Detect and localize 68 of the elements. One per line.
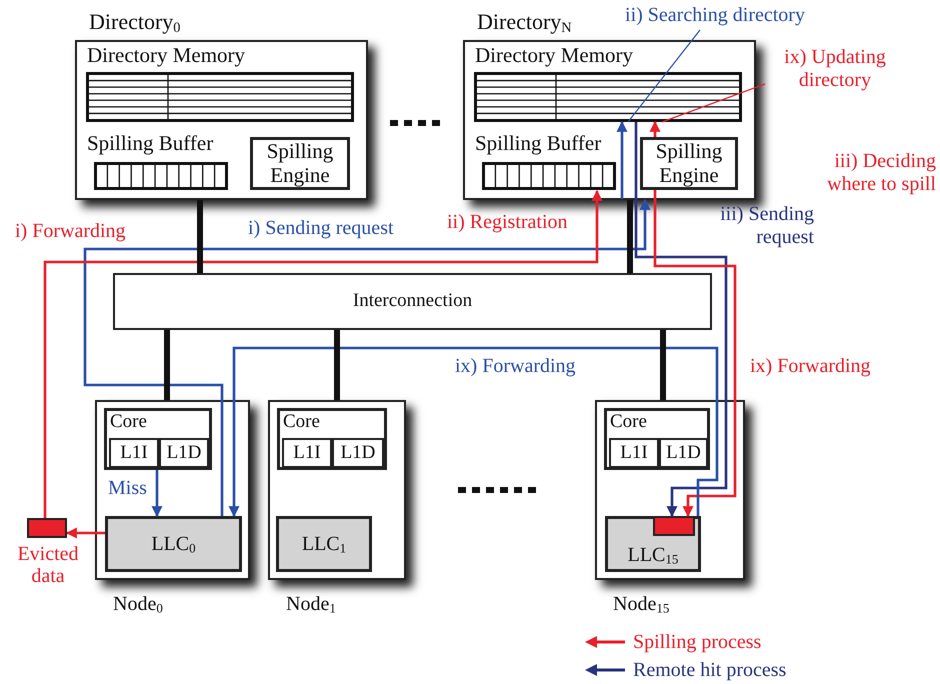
node-title: Node$_{0}$	[113, 593, 163, 616]
l1-cache-box	[659, 438, 708, 468]
interconnect-bar	[113, 273, 712, 330]
arrow	[650, 120, 660, 137]
l1-cache-box	[609, 438, 659, 468]
buffer-title: Spilling Buffer	[475, 132, 602, 156]
directory-title: Directory$_{0}$	[89, 10, 180, 37]
memory-title: Directory Memory	[87, 44, 246, 68]
buffer-title: Spilling Buffer	[87, 132, 214, 156]
step-note: ii) Registration	[447, 211, 568, 234]
engine-label: Spilling Engine	[266, 140, 334, 187]
cache-label: L1D	[666, 442, 701, 464]
core-box	[277, 408, 387, 470]
link-line	[164, 330, 170, 400]
legend-label: Remote hit process	[633, 658, 786, 682]
arrow	[66, 528, 105, 538]
llc-box	[276, 516, 372, 572]
spilling-engine-box	[250, 137, 350, 190]
link-line	[660, 330, 666, 400]
link-line	[334, 330, 340, 400]
data-caption: Evicted data	[16, 543, 80, 587]
llc-box	[605, 516, 701, 572]
directory-title: Directory$_{N}$	[477, 10, 572, 37]
node-title: Node$_{15}$	[613, 593, 670, 616]
edge-label: ix) Forwarding	[455, 355, 576, 378]
legend-label: Spilling process	[633, 630, 762, 654]
l1-cache-box	[109, 438, 159, 468]
cache-label: L1I	[620, 442, 648, 464]
arrow	[634, 122, 728, 518]
spilling-engine-box	[640, 137, 738, 190]
engine-label: Spilling Engine	[654, 140, 724, 187]
llc-box	[105, 516, 242, 572]
cache-label: L1I	[120, 442, 148, 464]
core-box	[104, 408, 212, 470]
core-label: Core	[283, 412, 320, 433]
node-title: Node$_{1}$	[286, 593, 336, 616]
arrow	[84, 198, 650, 516]
data-block	[653, 516, 695, 536]
arrow	[152, 470, 162, 518]
link-line	[197, 200, 203, 273]
annotation-text: ii) Searching directory	[580, 4, 850, 30]
l1-cache-box	[282, 438, 332, 468]
cache-label: L1I	[293, 442, 321, 464]
edge-label: i) Sending request	[248, 217, 394, 240]
edge-label: iii) Sending request	[719, 203, 814, 249]
core-box	[604, 408, 710, 470]
memory-title: Directory Memory	[475, 44, 634, 68]
arrow	[616, 120, 628, 199]
cache-label: L1D	[340, 442, 376, 464]
core-label: Core	[610, 412, 647, 433]
llc-label: LLC$_{0}$	[151, 532, 196, 556]
arrow	[44, 190, 602, 518]
edge-label: Miss	[108, 477, 147, 500]
l1-cache-box	[332, 438, 384, 468]
llc-label: LLC$_{1}$	[302, 532, 346, 556]
arrow	[228, 346, 718, 518]
edge-label: ix) Forwarding	[750, 355, 871, 378]
link-line	[627, 200, 633, 273]
edge-label: i) Forwarding	[15, 220, 126, 243]
interconnect-label: Interconnection	[352, 291, 472, 312]
leader-line	[628, 30, 700, 122]
llc-label: LLC$_{15}$	[628, 544, 678, 567]
cache-label: L1D	[166, 442, 202, 464]
annotation-text: ix) Updating directory	[765, 46, 905, 96]
step-note: iii) Deciding where to spill	[826, 150, 936, 196]
core-label: Core	[110, 412, 147, 433]
l1-cache-box	[159, 438, 209, 468]
arrow	[654, 190, 736, 518]
